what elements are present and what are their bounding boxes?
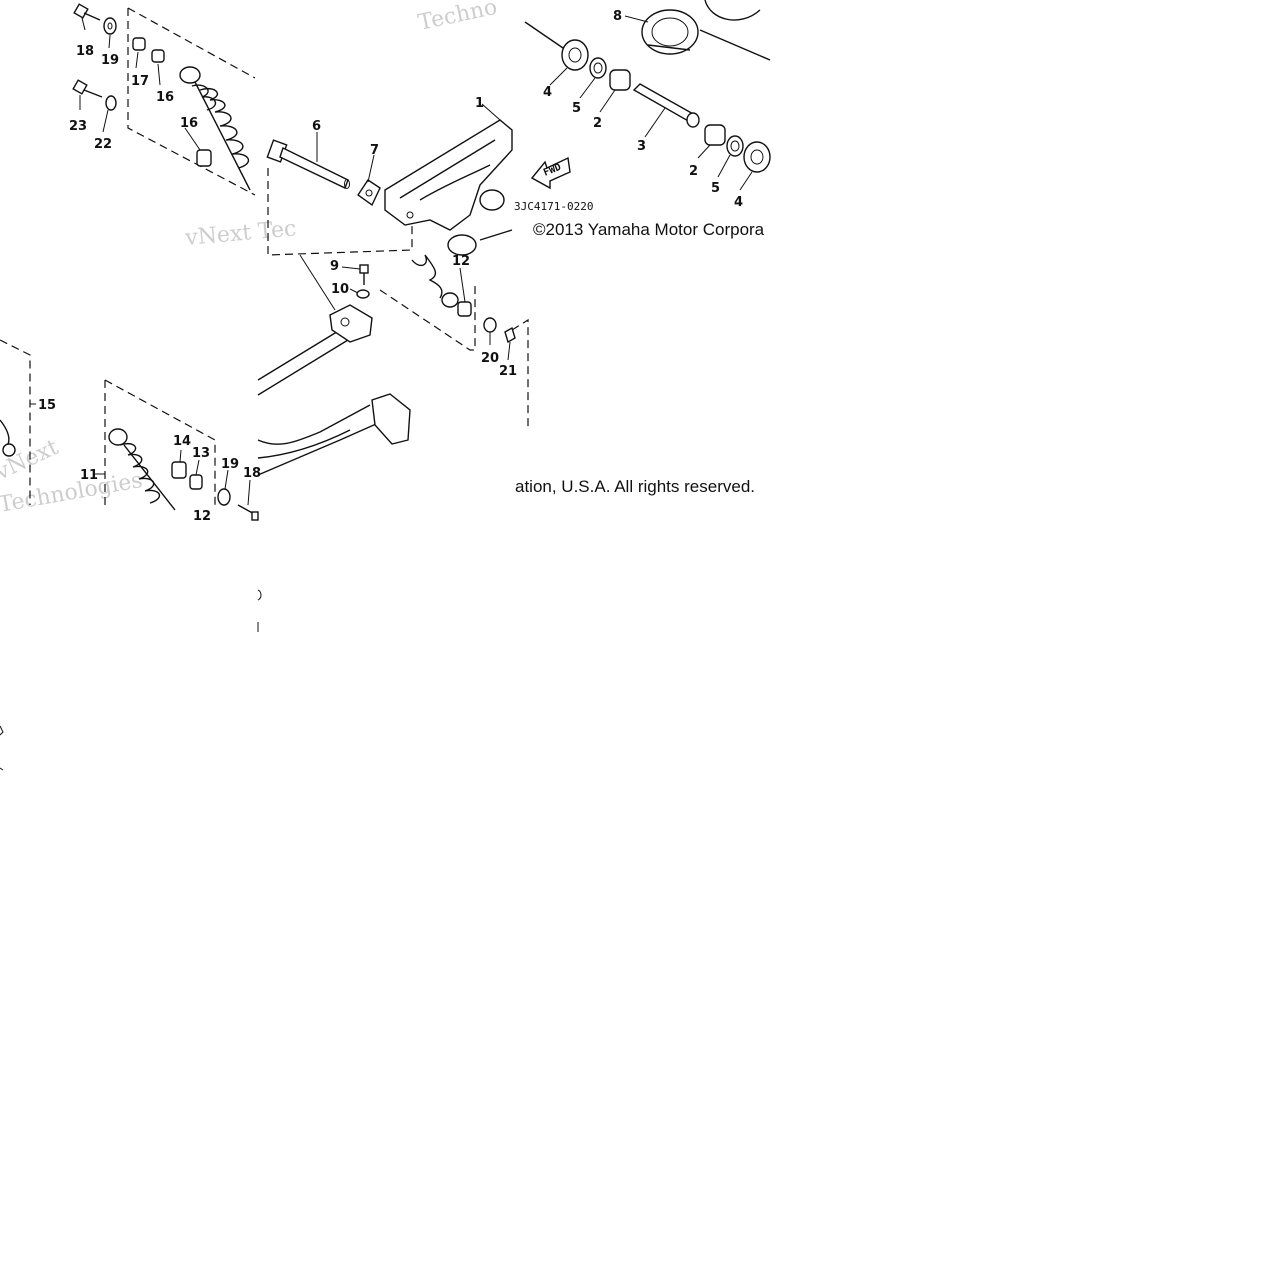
dust-cover-8	[641, 9, 699, 55]
bushing-2-right	[704, 124, 726, 146]
callout-3: 3	[637, 139, 646, 154]
callout-23: 23	[69, 119, 87, 134]
washer-20	[483, 317, 497, 333]
callout-8: 8	[613, 9, 622, 24]
washer-5-left	[589, 57, 607, 79]
callout-1: 1	[475, 96, 484, 111]
copyright-line-2: ation, U.S.A. All rights reserved.	[515, 477, 755, 496]
lower-arm-tube	[257, 304, 411, 476]
nut-10	[356, 289, 370, 299]
washer-19-lower	[217, 488, 231, 506]
callout-4: 4	[734, 195, 743, 210]
callout-2: 2	[689, 164, 698, 179]
plate-7	[357, 179, 381, 207]
pivot-shaft-3	[632, 83, 700, 128]
collar-17	[132, 37, 146, 51]
callout-11: 11	[80, 468, 98, 483]
bolt-18-upper	[73, 3, 101, 21]
callout-7: 7	[370, 143, 379, 158]
callout-12: 12	[452, 254, 470, 269]
leader-lines	[30, 15, 753, 506]
collar-14	[171, 461, 187, 479]
washer-22	[105, 95, 117, 111]
callout-10: 10	[331, 282, 349, 297]
callout-5: 5	[711, 181, 720, 196]
blank-region-right	[772, 0, 1285, 1285]
callout-16: 16	[180, 116, 198, 131]
callout-22: 22	[94, 137, 112, 152]
dashed-group-lower-shock	[0, 339, 216, 510]
callout-2: 2	[593, 116, 602, 131]
callout-16: 16	[156, 90, 174, 105]
pin-21	[504, 326, 516, 344]
callout-19: 19	[221, 457, 239, 472]
callout-4: 4	[543, 85, 552, 100]
callout-18: 18	[76, 44, 94, 59]
forward-arrow-icon: FWD	[530, 156, 571, 190]
seal-4-right	[743, 141, 771, 173]
watermark-top: Techno	[416, 0, 499, 36]
drawing-code: 3JC4171-0220	[514, 200, 593, 213]
lower-shock-absorber	[108, 428, 176, 511]
stray-marks	[0, 589, 262, 771]
bolt-23	[72, 79, 103, 98]
watermark-left: vNext	[0, 435, 62, 486]
callout-9: 9	[330, 259, 339, 274]
callout-6: 6	[312, 119, 321, 134]
bolt-9	[359, 264, 369, 285]
collar-12	[457, 301, 472, 317]
copyright-line-1: ©2013 Yamaha Motor Corpora	[533, 220, 765, 239]
shock-lower-end	[411, 254, 459, 308]
callout-20: 20	[481, 351, 499, 366]
dashed-group-upper-shock	[127, 7, 529, 430]
pivot-bolt-6	[266, 139, 350, 189]
left-shock-fragment	[0, 419, 16, 457]
callout-12: 12	[193, 509, 211, 524]
cover-partial	[699, 0, 771, 61]
bushing-16-upper	[151, 49, 165, 63]
callout-14: 14	[173, 434, 191, 449]
bushing-2-left	[609, 69, 631, 91]
seal-4-left	[561, 39, 589, 71]
callout-5: 5	[572, 101, 581, 116]
washer-5-right	[726, 135, 744, 157]
blank-region-bottom	[0, 525, 772, 1285]
callout-17: 17	[131, 74, 149, 89]
washer-19-upper	[103, 17, 117, 35]
bushing-16-lower	[196, 149, 212, 167]
bolt-18-lower	[237, 504, 259, 521]
callout-13: 13	[192, 446, 210, 461]
callout-21: 21	[499, 364, 517, 379]
callout-15: 15	[38, 398, 56, 413]
callout-18: 18	[243, 466, 261, 481]
swing-arm-frame-1	[384, 119, 513, 256]
bushing-13	[189, 474, 203, 490]
callout-19: 19	[101, 53, 119, 68]
watermark-mid: vNext Tec	[183, 216, 297, 251]
callouts: 18 19 17 16 23 22 16 6 7 1 8 4 5 2 3 2 5…	[38, 9, 743, 524]
upper-shock-absorber	[179, 66, 251, 191]
